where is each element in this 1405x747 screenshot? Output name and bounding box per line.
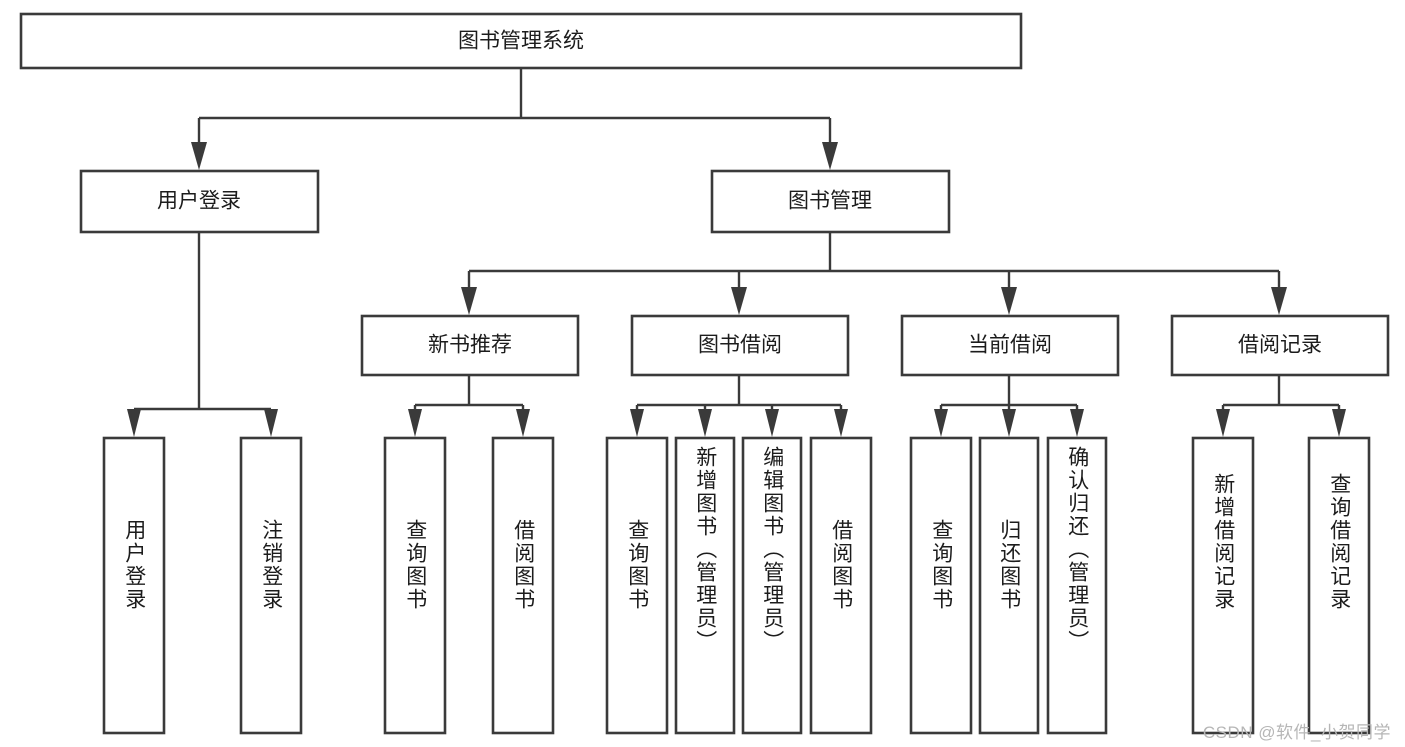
node-layer: 图书管理系统 用户登录 图书管理 新书推荐 图书借阅 当前借阅 借阅记录 bbox=[19, 12, 1390, 735]
node-leaf-add-record-box[interactable] bbox=[1191, 436, 1255, 735]
node-leaf-user-login-label: 用户登录 bbox=[122, 519, 146, 611]
arrow-leaf-query-book-c bbox=[934, 409, 948, 437]
node-new-book-label: 新书推荐 bbox=[428, 334, 512, 357]
node-leaf-return-book-box[interactable] bbox=[978, 436, 1040, 735]
node-leaf-query-record-label: 查询借阅记录 bbox=[1327, 473, 1351, 611]
node-user-login-label: 用户登录 bbox=[157, 190, 241, 213]
node-new-book-box[interactable] bbox=[360, 314, 580, 377]
node-user-login-box[interactable] bbox=[79, 169, 320, 234]
node-book-manage-label: 图书管理 bbox=[788, 190, 872, 213]
node-leaf-add-record-label: 新增借阅记录 bbox=[1211, 473, 1235, 611]
arrow-leaf-borrow-book-a bbox=[516, 409, 530, 437]
node-leaf-confirm-return-label: 确认归还（管理员） bbox=[1065, 446, 1089, 653]
arrow-leaf-logout bbox=[264, 409, 278, 437]
arrow-to-new-book bbox=[461, 287, 477, 315]
arrow-leaf-query-record bbox=[1332, 409, 1346, 437]
node-leaf-logout-label: 注销登录 bbox=[259, 519, 283, 611]
node-root-label: 图书管理系统 bbox=[458, 30, 584, 53]
node-leaf-logout-box[interactable] bbox=[239, 436, 303, 735]
node-leaf-query-book-a-label: 查询图书 bbox=[403, 519, 427, 611]
node-borrow-record-box[interactable] bbox=[1170, 314, 1390, 377]
arrow-leaf-confirm-return bbox=[1070, 409, 1084, 437]
node-leaf-edit-book-label: 编辑图书（管理员） bbox=[760, 446, 784, 653]
arrow-leaf-return-book bbox=[1002, 409, 1016, 437]
node-leaf-query-record-box[interactable] bbox=[1307, 436, 1371, 735]
arrow-leaf-add-record bbox=[1216, 409, 1230, 437]
arrow-to-user-login bbox=[191, 142, 207, 170]
node-leaf-query-book-c-box[interactable] bbox=[909, 436, 973, 735]
node-leaf-borrow-book-b-label: 借阅图书 bbox=[829, 519, 853, 611]
node-leaf-borrow-book-a-label: 借阅图书 bbox=[511, 519, 535, 611]
arrow-to-borrow-record bbox=[1271, 287, 1287, 315]
node-leaf-return-book-label: 归还图书 bbox=[997, 519, 1021, 611]
node-leaf-query-book-a-box[interactable] bbox=[383, 436, 447, 735]
node-leaf-query-book-c-label: 查询图书 bbox=[929, 519, 953, 611]
node-leaf-query-book-b-label: 查询图书 bbox=[625, 519, 649, 611]
node-leaf-borrow-book-a-box[interactable] bbox=[491, 436, 555, 735]
arrow-leaf-query-book-b bbox=[630, 409, 644, 437]
watermark-text: CSDN @软件_小贺同学 bbox=[1202, 723, 1391, 742]
node-leaf-confirm-return-box[interactable] bbox=[1046, 436, 1108, 735]
arrow-leaf-user-login bbox=[127, 409, 141, 437]
arrow-to-book-borrow bbox=[731, 287, 747, 315]
node-book-borrow-box[interactable] bbox=[630, 314, 850, 377]
node-leaf-user-login-box[interactable] bbox=[102, 436, 166, 735]
node-leaf-add-book-label: 新增图书（管理员） bbox=[693, 446, 717, 653]
arrow-leaf-edit-book bbox=[765, 409, 779, 437]
node-leaf-edit-book-box[interactable] bbox=[741, 436, 803, 735]
node-root-box[interactable] bbox=[19, 12, 1023, 70]
arrow-to-book-manage bbox=[822, 142, 838, 170]
node-leaf-add-book-box[interactable] bbox=[674, 436, 736, 735]
node-book-manage-box[interactable] bbox=[710, 169, 951, 234]
node-borrow-record-label: 借阅记录 bbox=[1238, 334, 1322, 357]
connector-layer bbox=[127, 68, 1346, 437]
arrow-leaf-query-book-a bbox=[408, 409, 422, 437]
node-current-borrow-box[interactable] bbox=[900, 314, 1120, 377]
node-current-borrow-label: 当前借阅 bbox=[968, 334, 1052, 357]
node-leaf-query-book-b-box[interactable] bbox=[605, 436, 669, 735]
arrow-leaf-add-book bbox=[698, 409, 712, 437]
arrow-leaf-borrow-book-b bbox=[834, 409, 848, 437]
arrow-to-current-borrow bbox=[1001, 287, 1017, 315]
node-leaf-borrow-book-b-box[interactable] bbox=[809, 436, 873, 735]
node-book-borrow-label: 图书借阅 bbox=[698, 334, 782, 357]
